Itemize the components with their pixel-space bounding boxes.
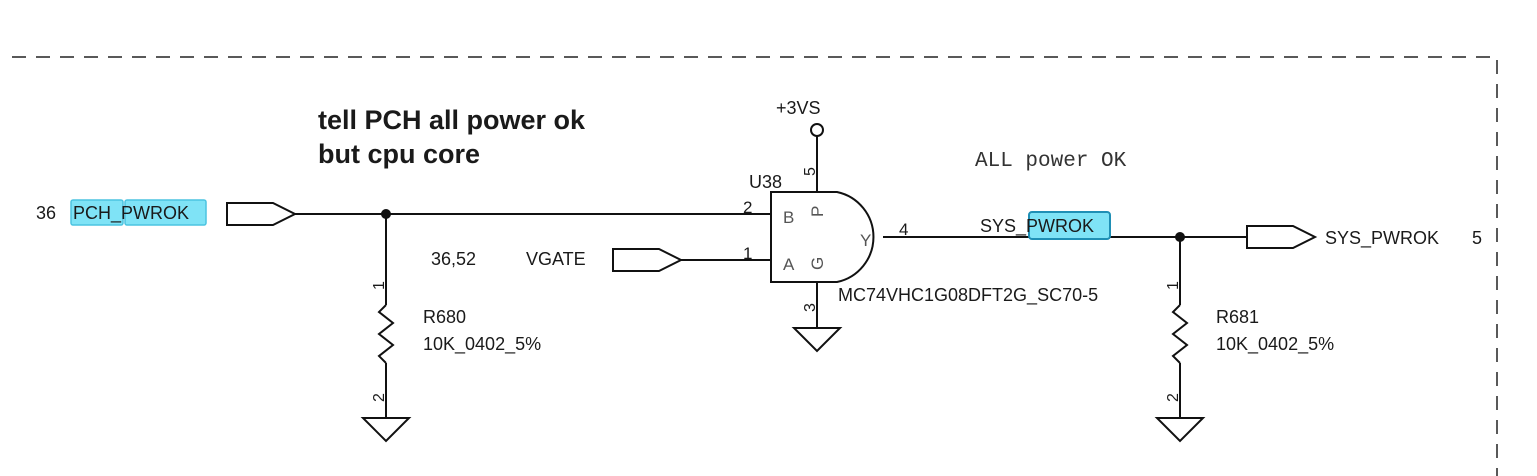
r681-pin1: 1 (1165, 281, 1182, 290)
pin-p-name: P (808, 206, 827, 217)
sys-pwrok-offpage-connector[interactable] (1246, 225, 1318, 249)
vgate-offpage-connector[interactable] (612, 248, 684, 272)
sys-pwrok-port-name[interactable]: SYS_PWROK (1325, 228, 1439, 249)
pin-5-number: 5 (802, 167, 819, 176)
pch-pwrok-offpage-connector[interactable] (226, 202, 298, 226)
pwrok-highlight (124, 199, 207, 226)
vgate-page-ref: 36,52 (431, 249, 476, 269)
r680-value: 10K_0402_5% (423, 334, 541, 355)
r681-value: 10K_0402_5% (1216, 334, 1334, 355)
r680-pin2: 2 (371, 393, 388, 402)
note-line-1: tell PCH all power ok (318, 105, 586, 135)
ground-icon (360, 417, 412, 443)
r681-resistor-symbol[interactable] (1171, 304, 1189, 364)
pin-2-number: 2 (743, 198, 752, 217)
pin-a-name: A (783, 255, 795, 274)
note-line-2: but cpu core (318, 139, 480, 169)
power-rail-label: +3VS (776, 98, 821, 118)
and-gate-u38[interactable] (770, 191, 875, 283)
sheet-border (12, 56, 1498, 476)
r681-refdes[interactable]: R681 (1216, 307, 1259, 327)
pin-3-number: 3 (802, 303, 819, 312)
r680-refdes[interactable]: R680 (423, 307, 466, 327)
r681-pin2: 2 (1165, 393, 1182, 402)
vgate-net-name[interactable]: VGATE (526, 249, 586, 269)
pin-4-number: 4 (899, 220, 908, 239)
ground-icon (1154, 417, 1206, 443)
pin-g-name: G (808, 257, 827, 270)
sys-pwrok-wire-label[interactable]: SYS_PWROK (980, 216, 1094, 237)
pwrok-selected-highlight (1028, 211, 1111, 240)
pch-pwrok-net-name[interactable]: PCH_PWROK (73, 203, 189, 224)
sys-pwrok-page-ref: 5 (1472, 228, 1482, 248)
r680-pin1: 1 (371, 281, 388, 290)
power-rail-symbol[interactable] (810, 123, 824, 137)
pin-b-name: B (783, 208, 794, 227)
gate-refdes: U38 (749, 172, 782, 192)
ground-icon (791, 327, 843, 353)
r680-resistor-symbol[interactable] (377, 304, 395, 364)
pch-pwrok-page-ref: 36 (36, 203, 56, 223)
gate-part-number: MC74VHC1G08DFT2G_SC70-5 (838, 285, 1098, 306)
pin-1-number: 1 (743, 244, 752, 263)
pch-highlight (70, 199, 124, 226)
pin-y-name: Y (860, 231, 871, 250)
annotation-all-power-ok: ALL power OK (975, 150, 1127, 173)
